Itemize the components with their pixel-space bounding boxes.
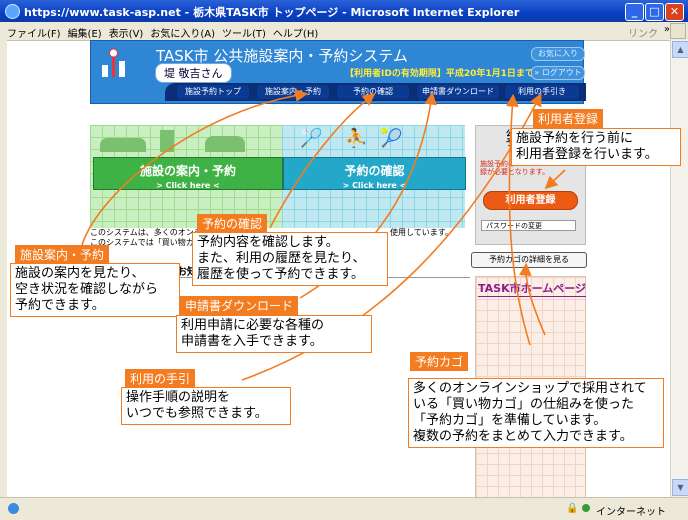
facility-line-1: 施設の案内を見たり、 — [15, 266, 145, 281]
facility-button-label: 施設の案内・予約 — [139, 164, 236, 178]
notice-line-1: 施設予約の — [480, 160, 515, 168]
tab-facility[interactable]: 施設案内・予約 — [257, 85, 329, 99]
cart-line-3: 「予約カゴ」を準備しています。 — [413, 413, 607, 428]
intro-line-1b: 使用しています。 — [390, 228, 453, 237]
homepage-link[interactable]: TASK市ホームページ — [478, 282, 587, 297]
tab-confirm[interactable]: 予約の確認 — [337, 85, 409, 99]
scroll-up-icon[interactable]: ▲ — [672, 41, 688, 58]
menu-edit[interactable]: 編集(E) — [67, 29, 102, 40]
menu-tools[interactable]: ツール(T) — [222, 29, 266, 40]
internet-zone-icon — [582, 504, 590, 512]
download-callout: 利用申請に必要な各種の 申請書を入手できます。 — [176, 315, 372, 353]
guide-line-2: いつでも参照できます。 — [126, 406, 268, 421]
confirm-line-1: 予約内容を確認します。 — [197, 235, 339, 250]
nav-bar: 施設予約トップ 施設案内・予約 予約の確認 申請書ダウンロード 利用の手引き — [165, 83, 586, 101]
tower-logo-icon — [102, 48, 125, 77]
maximize-button[interactable]: □ — [645, 3, 664, 21]
minimize-button[interactable]: _ — [625, 3, 644, 21]
left-border — [0, 40, 7, 497]
facility-line-2: 空き状況を確認しながら — [15, 282, 159, 297]
reservation-confirm-button[interactable]: 予約の確認 > Click here < — [283, 157, 466, 190]
register-line-1: 施設予約を行う前に — [516, 131, 634, 146]
page-icon — [8, 503, 19, 514]
cart-callout-tag: 予約カゴ — [410, 352, 469, 371]
user-name-badge: 堤 敬吉さん — [155, 63, 232, 83]
confirm-line-3: 履歴を使って予約できます。 — [197, 267, 365, 282]
menu-bar: ファイル(F) 編集(E) 表示(V) お気に入り(A) ツール(T) ヘルプ(H) リン… — [0, 22, 688, 41]
id-expiry-notice: 【利用者IDの有効期限】平成20年1月1日まで — [345, 69, 534, 79]
zone-label: インターネット — [596, 507, 666, 518]
download-line-1: 利用申請に必要な各種の — [181, 318, 325, 333]
gym-silhouette — [205, 136, 245, 152]
news-heading: お知 — [177, 267, 197, 278]
tab-download[interactable]: 申請書ダウンロード — [417, 85, 499, 99]
confirm-button-label: 予約の確認 — [344, 164, 405, 178]
chevron-icon[interactable]: » — [663, 24, 670, 35]
user-register-button[interactable]: 利用者登録 — [483, 191, 578, 210]
register-line-2: 利用者登録を行います。 — [516, 147, 658, 162]
favorites-button[interactable]: お気に入り — [531, 47, 585, 61]
cart-line-4: 複数の予約をまとめて入力できます。 — [413, 429, 633, 444]
player-icon: ⛹ — [345, 128, 368, 149]
system-title: TASK市 公共施設案内・予約システム — [156, 47, 408, 65]
cart-callout: 多くのオンラインショップで採用されて いる「買い物カゴ」の仕組みを使った 「予約… — [408, 378, 664, 448]
confirm-button-sub: > Click here < — [342, 181, 407, 190]
status-bar: 🔒 インターネット — [0, 497, 688, 520]
facility-line-3: 予約できます。 — [15, 298, 105, 313]
cart-line-2: いる「買い物カゴ」の仕組みを使った — [413, 397, 635, 412]
download-line-2: 申請書を入手できます。 — [181, 334, 323, 349]
scroll-down-icon[interactable]: ▼ — [672, 479, 688, 496]
tab-guide[interactable]: 利用の手引き — [505, 85, 579, 99]
guide-callout: 操作手順の説明を いつでも参照できます。 — [121, 387, 291, 425]
guide-callout-tag: 利用の手引 — [125, 369, 196, 388]
register-callout-tag: 利用者登録 — [533, 109, 604, 128]
logout-button[interactable]: » ログアウト — [531, 66, 585, 80]
register-callout: 施設予約を行う前に 利用者登録を行います。 — [511, 128, 681, 166]
links-label[interactable]: リンク — [628, 29, 658, 40]
menu-file[interactable]: ファイル(F) — [7, 29, 61, 40]
window-title: https://www.task-asp.net - 栃木県TASK市 トップペ… — [24, 6, 520, 19]
tab-top[interactable]: 施設予約トップ — [177, 85, 249, 99]
vertical-scrollbar[interactable]: ▲ ▼ — [670, 40, 688, 497]
facility-callout-tag: 施設案内・予約 — [15, 245, 110, 264]
cart-line-1: 多くのオンラインショップで採用されて — [413, 381, 647, 396]
password-change-link[interactable]: パスワードの変更 — [481, 220, 576, 231]
notice-line-2: 録が必要となります。 — [480, 168, 550, 176]
confirm-callout: 予約内容を確認します。 また、利用の履歴を見たり、 履歴を使って予約できます。 — [192, 232, 388, 286]
menu-view[interactable]: 表示(V) — [108, 29, 144, 40]
tennis-icon: 🎾 — [380, 128, 403, 149]
menu-help[interactable]: ヘルプ(H) — [272, 29, 319, 40]
cart-details-button[interactable]: 予約カゴの詳細を見る — [471, 252, 587, 268]
ie-icon — [5, 4, 20, 19]
building-silhouette — [100, 138, 146, 152]
confirm-callout-tag: 予約の確認 — [197, 214, 268, 233]
windows-logo-icon — [670, 23, 686, 39]
racket-icon: 🏸 — [300, 128, 323, 149]
menu-favorites[interactable]: お気に入り(A) — [150, 29, 215, 40]
tree-silhouette — [160, 130, 174, 152]
title-bar: https://www.task-asp.net - 栃木県TASK市 トップペ… — [0, 0, 688, 22]
download-callout-tag: 申請書ダウンロード — [180, 296, 299, 315]
facility-reserve-button[interactable]: 施設の案内・予約 > Click here < — [93, 157, 283, 190]
guide-line-1: 操作手順の説明を — [126, 390, 231, 405]
lock-icon: 🔒 — [566, 503, 579, 514]
intro-line-1: このシステムは、多くのオンラ — [90, 228, 202, 237]
close-button[interactable]: ✕ — [665, 3, 684, 21]
confirm-line-2: また、利用の履歴を見たり、 — [197, 251, 366, 266]
facility-button-sub: > Click here < — [156, 181, 220, 190]
facility-callout: 施設の案内を見たり、 空き状況を確認しながら 予約できます。 — [10, 263, 180, 317]
